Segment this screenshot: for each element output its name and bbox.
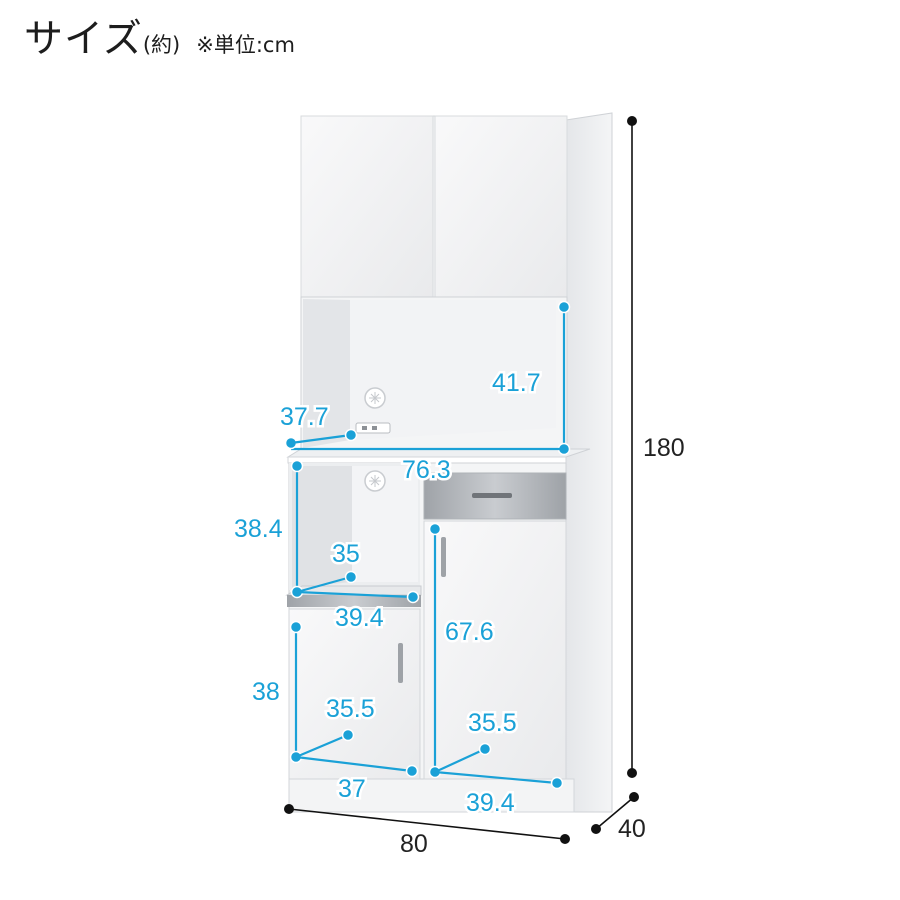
page-title: サイズ(約) ※単位:cm: [24, 8, 295, 64]
left-door-width-label: 37: [338, 775, 366, 803]
inner-dimensions: 41.7 76.3 37.7 38.4 35 39.4 67.6 38: [232, 300, 571, 820]
mid-open-width-label: 39.4: [335, 604, 384, 632]
inner-width-label: 76.3: [402, 456, 451, 484]
dimension-endpoint: [591, 824, 601, 834]
dimension-endpoint: [560, 834, 570, 844]
upper-open-height-label: 41.7: [492, 369, 541, 397]
mid-open-depth-label: 35: [332, 540, 360, 568]
lower-niche-back: [352, 466, 418, 582]
left-door-height-label: 38: [252, 678, 280, 706]
lower-niche-left-wall: [292, 466, 352, 588]
outlet-socket: [372, 426, 377, 430]
dimension-endpoint: [478, 742, 492, 756]
dimension-endpoint: [550, 776, 564, 790]
left-door-depth-label: 35.5: [326, 695, 375, 723]
mid-open-height-label: 38.4: [234, 515, 283, 543]
cabinet-plinth: [288, 778, 575, 813]
mid-open-width-line: [296, 590, 414, 599]
title-approx: (約): [142, 33, 181, 57]
title-main: サイズ: [24, 17, 143, 62]
dimension-endpoint: [284, 804, 294, 814]
title-unit-note: ※単位:cm: [196, 33, 295, 57]
dimension-endpoint: [344, 428, 358, 442]
dimension-endpoint: [289, 620, 303, 634]
mid-open-depth-line: [296, 575, 352, 594]
dimension-endpoint: [341, 728, 355, 742]
left-door-width-line: [295, 755, 413, 773]
dimension-endpoint: [344, 570, 358, 584]
dimension-endpoint: [627, 116, 637, 126]
lower-right-door: [423, 520, 567, 780]
slide-shelf-front: [287, 595, 421, 607]
upper-open-back: [350, 300, 556, 440]
dimension-endpoint: [428, 522, 442, 536]
vent-icon-blades: [369, 392, 381, 404]
cabinet-side-panel: [565, 112, 613, 813]
dimension-endpoint: [627, 768, 637, 778]
upper-right-door: [434, 115, 568, 298]
depth-dimension-line: [595, 796, 635, 830]
right-door-width-label: 39.4: [466, 789, 515, 817]
right-door-width-line: [434, 770, 558, 785]
dimension-endpoint: [290, 459, 304, 473]
width-dimension-line: [288, 808, 566, 840]
right-door-height-label: 67.6: [445, 618, 494, 646]
dimension-endpoint: [629, 792, 639, 802]
right-door-depth-line: [434, 748, 486, 773]
upper-open-depth-label: 37.7: [280, 403, 329, 431]
upper-left-door: [300, 115, 434, 298]
depth-total-label: 40: [618, 815, 646, 843]
right-door-depth-label: 35.5: [468, 709, 517, 737]
dimension-endpoint: [405, 764, 419, 778]
left-door-depth-line: [295, 733, 349, 759]
vent-icon-blades: [369, 475, 381, 487]
height-total-label: 180: [643, 434, 685, 462]
upper-open-depth-line: [290, 433, 352, 445]
door-handle: [441, 537, 446, 577]
drawer-handle: [472, 493, 512, 498]
lower-left-door: [288, 608, 421, 780]
door-handle: [398, 643, 403, 683]
width-total-label: 80: [400, 830, 428, 858]
dimension-endpoint: [406, 590, 420, 604]
outlet-socket: [362, 426, 367, 430]
outer-dimensions: 180 80 40: [284, 116, 685, 858]
cabinet: [285, 112, 613, 813]
dimension-endpoint: [557, 300, 571, 314]
upper-open-left-wall: [303, 299, 350, 448]
